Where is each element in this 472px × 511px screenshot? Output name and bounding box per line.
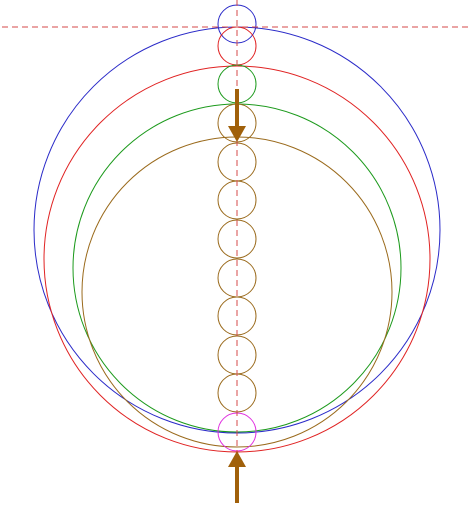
upward-arrow-head [228, 451, 246, 467]
downward-arrow-top [228, 89, 246, 142]
upward-arrow-bottom [228, 451, 246, 503]
downward-arrow-head [228, 126, 246, 142]
